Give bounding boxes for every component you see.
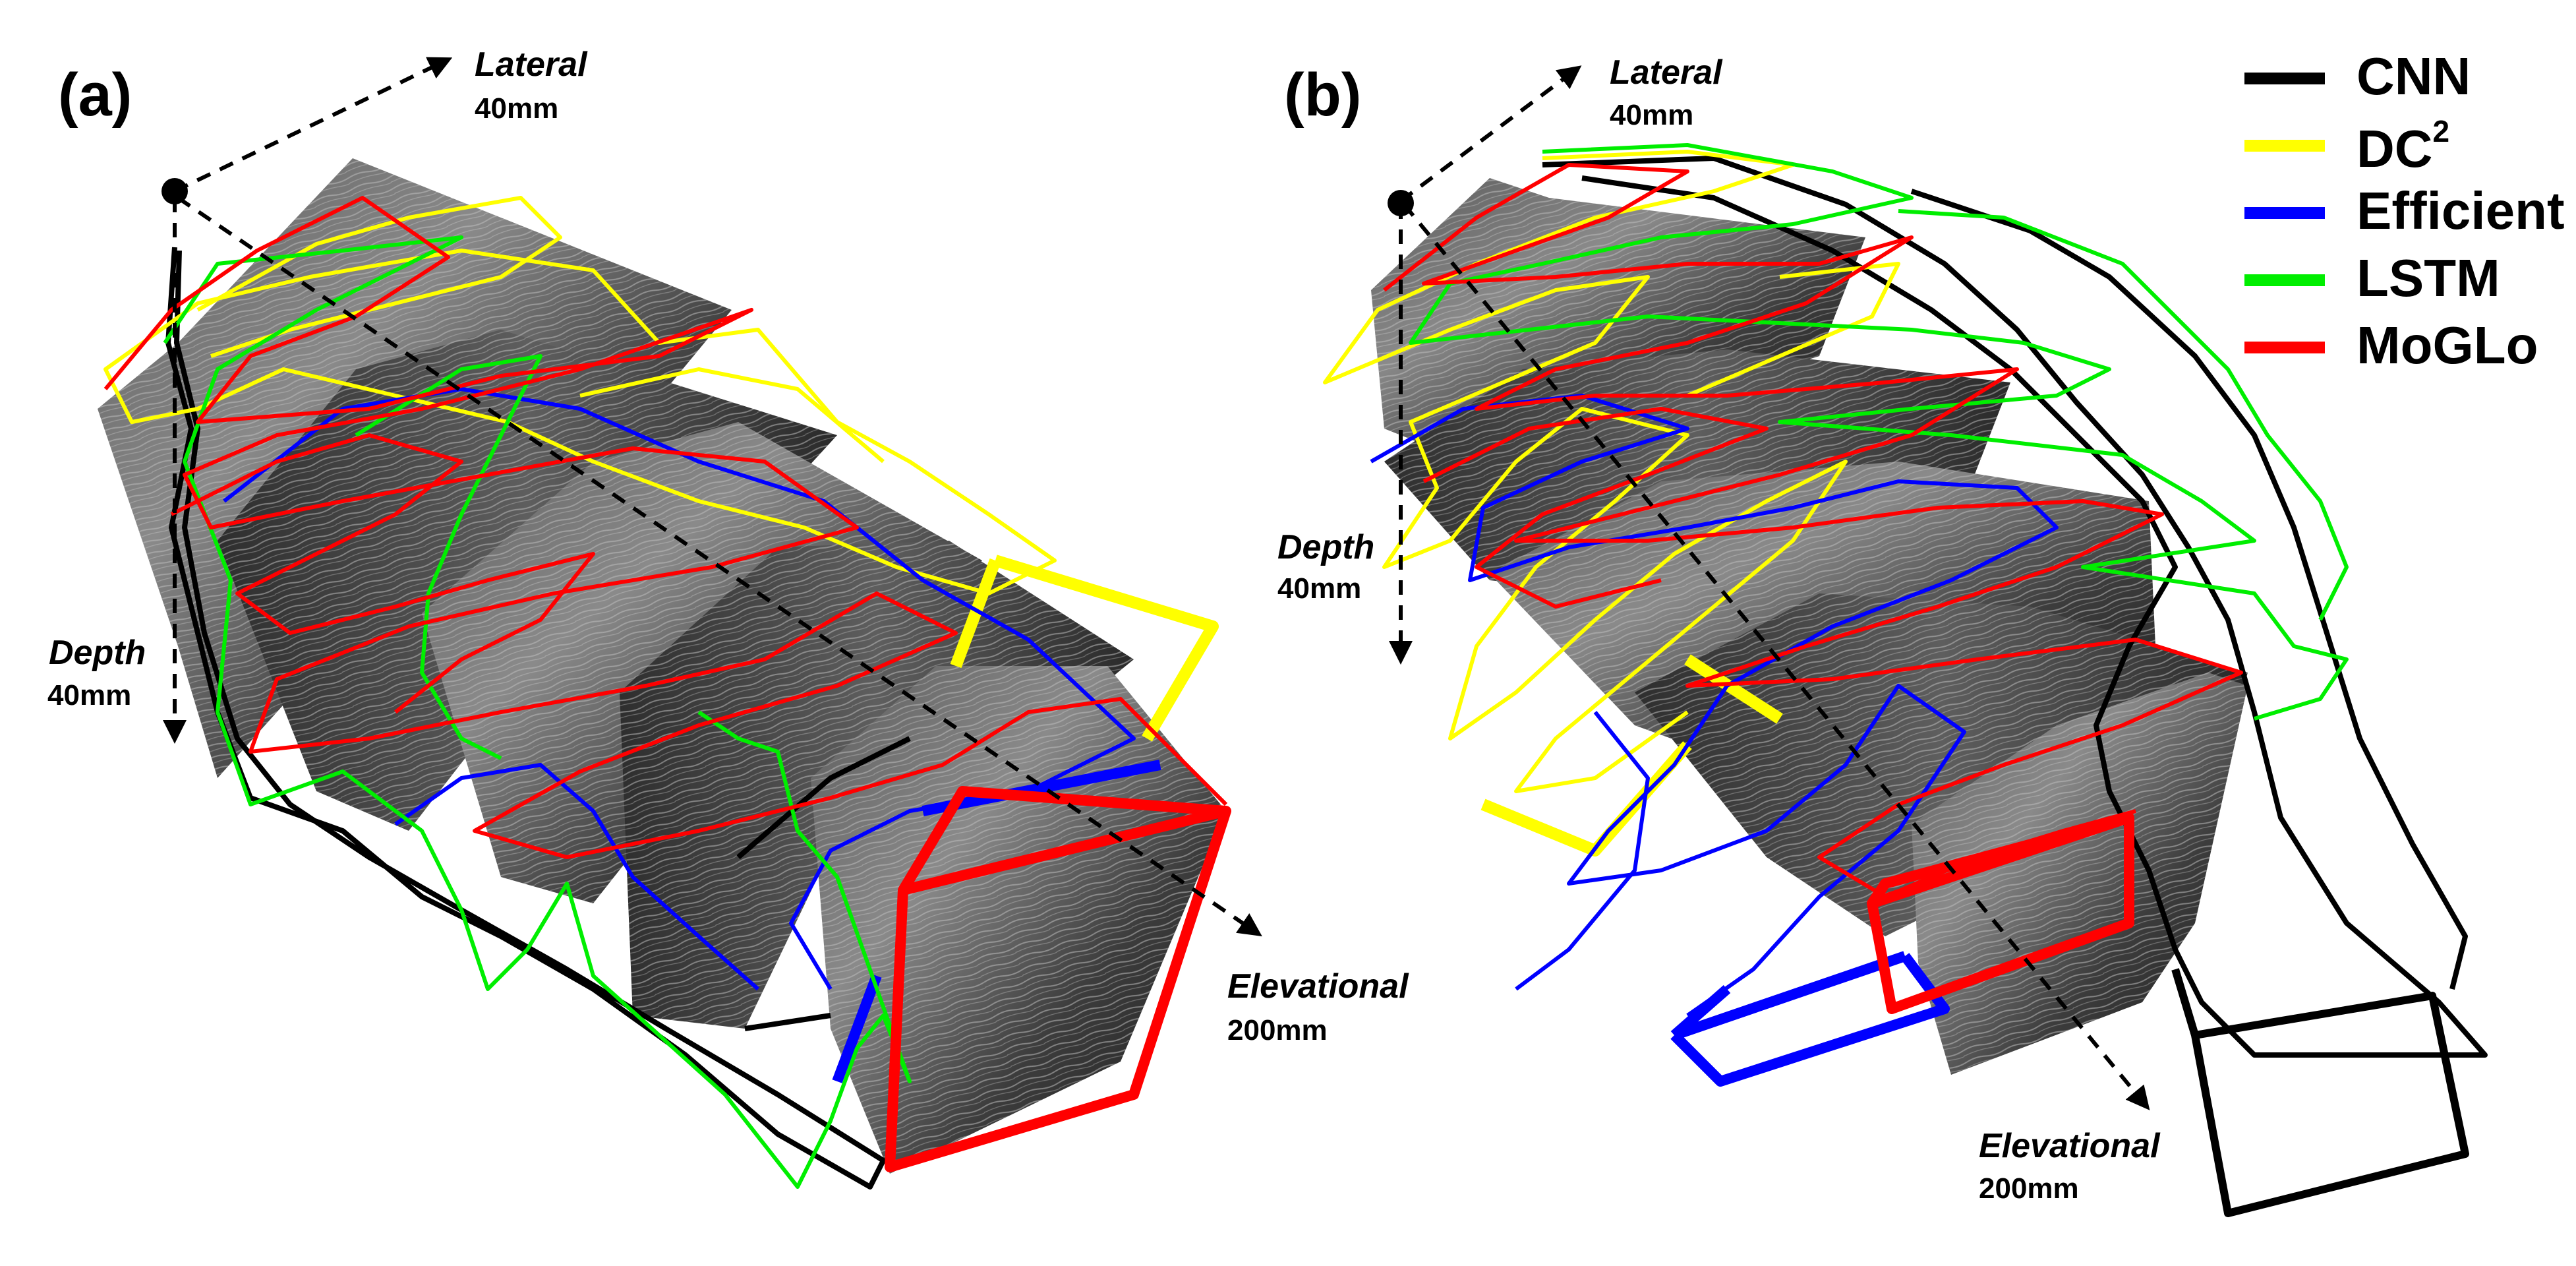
legend-label-moglo: MoGLo — [2356, 316, 2538, 375]
axes-a — [161, 57, 1262, 937]
trajectory-lstm-a — [163, 235, 912, 1189]
elevational-arrow-b — [1402, 203, 2150, 1110]
legend-swatch-cnn — [2244, 73, 2325, 84]
depth-axis-name-a: Depth — [49, 634, 146, 672]
origin-dot-b — [1388, 190, 1414, 216]
legend-item-efficient: Efficient — [2244, 181, 2574, 248]
legend-swatch-dc2 — [2244, 140, 2325, 152]
lateral-arrow-b — [1399, 65, 1582, 203]
elevational-axis-length-b: 200mm — [1979, 1172, 2079, 1205]
ultrasound-slice-b2 — [1384, 349, 2010, 593]
lateral-axis-name-a: Lateral — [475, 45, 587, 84]
legend-label-efficient: Efficient — [2356, 181, 2565, 240]
trajectory-moglo-b — [1383, 163, 2243, 1014]
ultrasound-slice-a5 — [811, 666, 1226, 1174]
legend-swatch-lstm — [2244, 274, 2325, 286]
panel-b — [1323, 65, 2488, 1217]
trajectory-efficient-b — [1370, 394, 2059, 1087]
depth-axis-name-b: Depth — [1277, 528, 1375, 566]
trajectory-lstm-b — [1409, 143, 2349, 721]
volume-b-slices — [1371, 178, 2248, 1075]
legend-item-moglo: MoGLo — [2244, 315, 2574, 382]
origin-dot-a — [161, 178, 188, 204]
elevational-axis-name-b: Elevational — [1979, 1127, 2160, 1165]
lateral-axis-name-b: Lateral — [1610, 53, 1722, 92]
trajectory-efficient-a — [223, 387, 1161, 1083]
elevational-arrow-a — [177, 196, 1262, 937]
panel-a — [98, 57, 1262, 1190]
legend-label-cnn: CNN — [2356, 47, 2471, 106]
legend-label-dc2-superscript: 2 — [2432, 114, 2450, 148]
axes-b — [1388, 65, 2150, 1110]
trajectory-cnn-a — [165, 247, 911, 1190]
panel-label-b: (b) — [1284, 61, 1362, 129]
trajectory-dc2-a — [103, 196, 1219, 742]
lateral-arrow-a — [173, 57, 453, 193]
legend-item-cnn: CNN — [2244, 46, 2574, 113]
legend-item-dc2: DC2 — [2244, 113, 2574, 181]
legend-label-lstm: LSTM — [2356, 249, 2500, 307]
volume-a-slices — [98, 158, 1226, 1174]
legend-label-dc2: DC2 — [2356, 114, 2450, 178]
panel-label-a: (a) — [58, 61, 132, 129]
lateral-axis-length-a: 40mm — [475, 92, 559, 125]
depth-axis-length-a: 40mm — [47, 679, 132, 711]
trajectory-moglo-a — [103, 196, 1231, 1172]
elevational-axis-name-a: Elevational — [1227, 967, 1409, 1006]
legend-swatch-efficient — [2244, 207, 2325, 219]
legend-swatch-moglo — [2244, 342, 2325, 353]
elevational-axis-length-a: 200mm — [1227, 1014, 1328, 1046]
lateral-axis-length-b: 40mm — [1610, 99, 1694, 131]
depth-axis-length-b: 40mm — [1277, 572, 1362, 605]
legend-item-lstm: LSTM — [2244, 248, 2574, 315]
legend: CNN DC2 Efficient LSTM MoGLo — [2244, 46, 2574, 382]
